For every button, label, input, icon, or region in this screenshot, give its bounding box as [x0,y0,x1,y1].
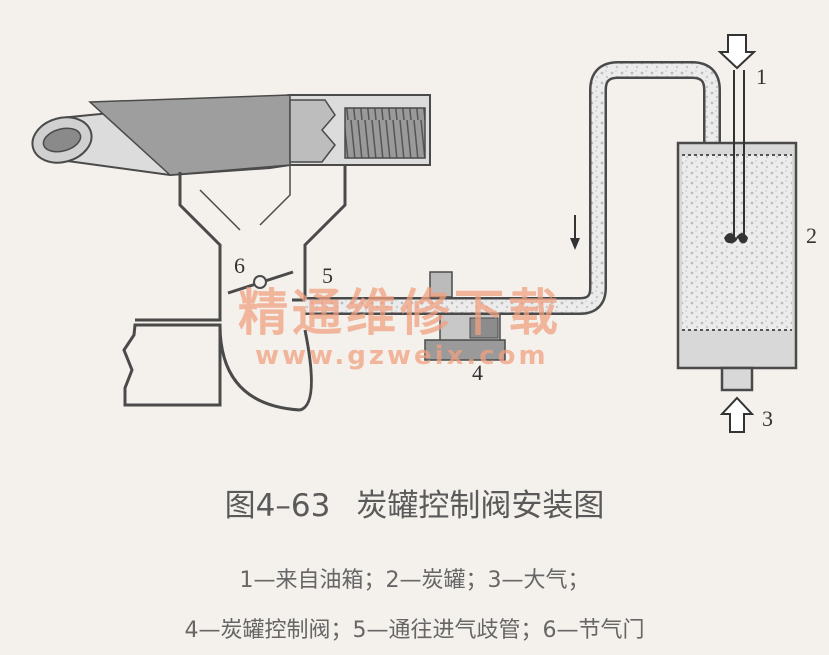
label-5: 5 [322,263,333,288]
air-intake-housing [31,94,431,177]
watermark-url: www.gzweix.com [255,341,549,371]
label-3: 3 [762,406,773,431]
arrow-up-icon [719,396,755,433]
figure-title: 图4–63 炭罐控制阀安装图 [0,480,829,525]
carbon-canister-diagram: 精通维修下载 www.gzweix.com 1 2 3 4 5 6 [31,34,817,433]
label-4: 4 [472,360,483,385]
vapor-hose [305,61,721,315]
label-6: 6 [234,253,245,278]
arrow-down-icon [717,34,757,70]
label-2: 2 [806,223,817,248]
watermark-text: 精通维修下载 [238,284,562,342]
throttle-valve [227,270,294,295]
legend-line-2: 4—炭罐控制阀；5—通往进气歧管；6—节气门 [184,618,645,643]
figure-caption: 炭罐控制阀安装图 [356,488,605,524]
figure-number: 图4–63 [224,488,331,524]
carbon-canister [676,70,798,392]
canister-control-valve [424,271,506,361]
legend-line-1: 1—来自油箱；2—炭罐；3—大气； [239,568,590,593]
label-1: 1 [756,64,767,89]
throttle-body [122,165,347,412]
